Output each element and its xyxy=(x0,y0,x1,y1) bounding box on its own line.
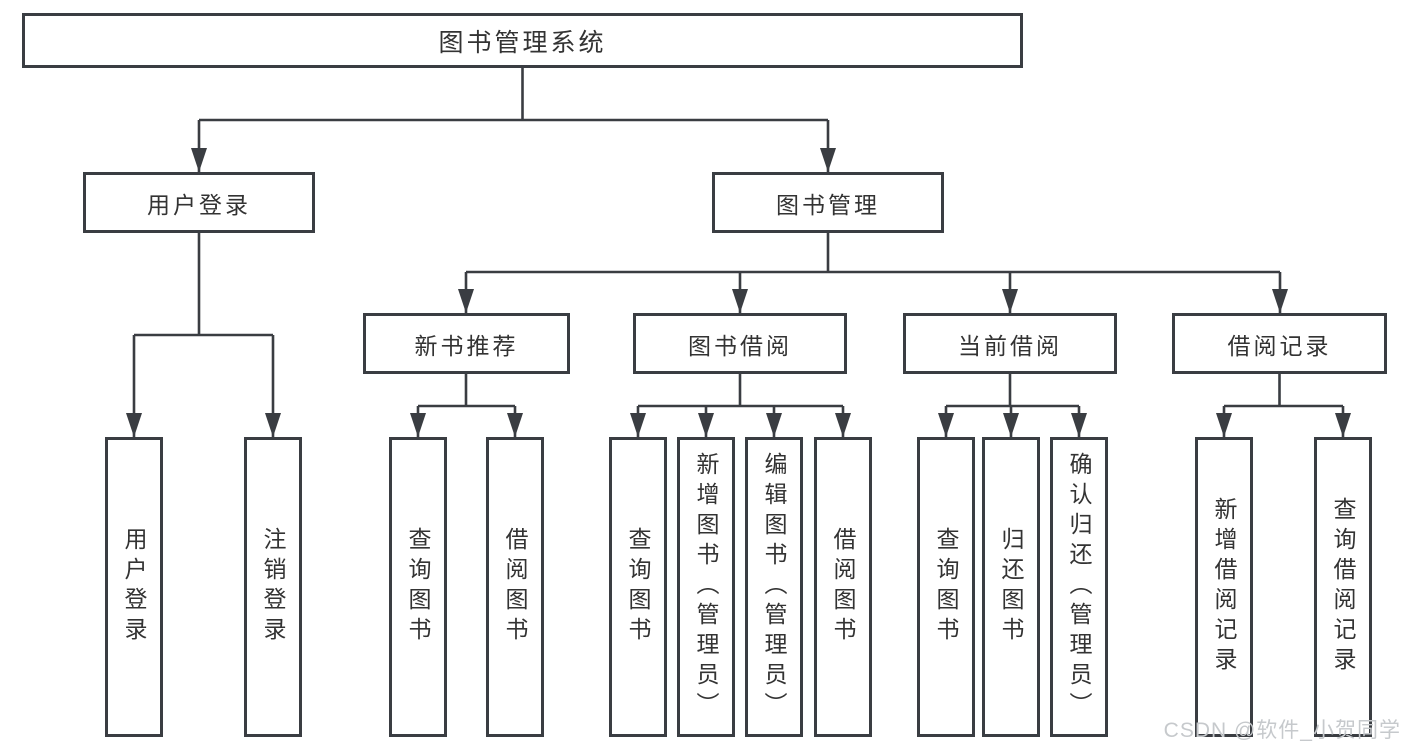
leaf-borrow-edit-book-admin: 编辑图书（管理员） xyxy=(745,437,803,737)
leaf-newbook-borrow-books: 借阅图书 xyxy=(486,437,544,737)
node-borrow-records: 借阅记录 xyxy=(1172,313,1387,374)
node-book-borrow-label: 图书借阅 xyxy=(688,332,792,359)
leaf-borrow-borrow-books: 借阅图书 xyxy=(814,437,872,737)
leaf-current-return-books-label: 归还图书 xyxy=(998,527,1024,647)
leaf-borrow-query-books: 查询图书 xyxy=(609,437,667,737)
leaf-current-return-books: 归还图书 xyxy=(982,437,1040,737)
leaf-current-query-books-label: 查询图书 xyxy=(933,527,959,647)
leaf-current-query-books: 查询图书 xyxy=(917,437,975,737)
leaf-borrow-add-book-admin: 新增图书（管理员） xyxy=(677,437,735,737)
leaf-current-confirm-return-admin: 确认归还（管理员） xyxy=(1050,437,1108,737)
node-user-login: 用户登录 xyxy=(83,172,315,233)
node-borrow-records-label: 借阅记录 xyxy=(1227,332,1332,359)
leaf-records-add-record: 新增借阅记录 xyxy=(1195,437,1253,737)
leaf-borrow-query-books-label: 查询图书 xyxy=(625,527,651,647)
node-new-book-recommend-label: 新书推荐 xyxy=(414,332,519,359)
leaf-current-confirm-return-admin-label: 确认归还（管理员） xyxy=(1066,452,1092,722)
node-root-label: 图书管理系统 xyxy=(438,28,607,57)
node-book-borrow: 图书借阅 xyxy=(633,313,847,374)
node-current-borrow: 当前借阅 xyxy=(903,313,1117,374)
leaf-newbook-query-books: 查询图书 xyxy=(389,437,447,737)
node-new-book-recommend: 新书推荐 xyxy=(363,313,570,374)
leaf-borrow-edit-book-admin-label: 编辑图书（管理员） xyxy=(761,452,787,722)
leaf-records-add-record-label: 新增借阅记录 xyxy=(1211,497,1237,677)
leaf-borrow-add-book-admin-label: 新增图书（管理员） xyxy=(693,452,719,722)
leaf-logout-label: 注销登录 xyxy=(260,527,286,647)
node-book-management: 图书管理 xyxy=(712,172,944,233)
leaf-records-query-record: 查询借阅记录 xyxy=(1314,437,1372,737)
leaf-records-query-record-label: 查询借阅记录 xyxy=(1330,497,1356,677)
leaf-borrow-borrow-books-label: 借阅图书 xyxy=(830,527,856,647)
leaf-logout: 注销登录 xyxy=(244,437,302,737)
leaf-user-login-label: 用户登录 xyxy=(121,527,147,647)
leaf-user-login: 用户登录 xyxy=(105,437,163,737)
node-book-management-label: 图书管理 xyxy=(776,191,880,218)
node-root: 图书管理系统 xyxy=(22,13,1023,68)
node-user-login-label: 用户登录 xyxy=(147,191,251,218)
leaf-newbook-borrow-books-label: 借阅图书 xyxy=(502,527,528,647)
leaf-newbook-query-books-label: 查询图书 xyxy=(405,527,431,647)
node-current-borrow-label: 当前借阅 xyxy=(958,332,1062,359)
